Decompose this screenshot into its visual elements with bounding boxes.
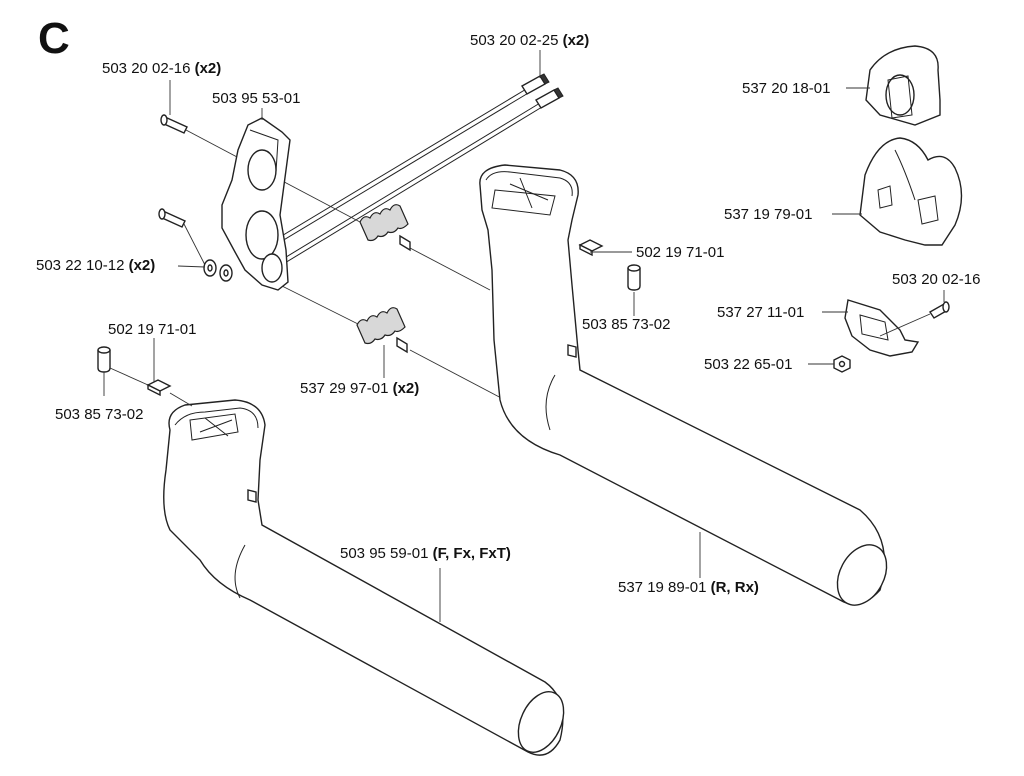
handle-left-part — [163, 399, 565, 756]
label-sleeve-left: 503 85 73-02 — [55, 406, 144, 423]
bracket-part — [221, 117, 291, 291]
handle-right-part — [479, 164, 888, 606]
label-nut-left: 502 19 71-01 — [108, 321, 197, 338]
spring-lower — [356, 307, 408, 354]
label-screw-left: 503 20 02-16 (x2) — [102, 60, 222, 77]
label-bracket: 503 95 53-01 — [212, 90, 301, 107]
label-screw-top-long: 503 20 02-25 (x2) — [470, 32, 590, 49]
nut-right-part — [578, 239, 604, 257]
label-handle-left: 503 95 59-01 (F, Fx, FxT) — [340, 545, 511, 562]
screw-right-part — [929, 301, 950, 319]
clamp-part — [844, 299, 920, 357]
nut-left-part — [146, 379, 172, 397]
long-bolt-upper — [244, 73, 550, 263]
leader-lines — [103, 50, 945, 622]
washer-pair — [203, 259, 233, 282]
screw-left-lower — [158, 208, 186, 228]
spring-upper — [359, 204, 411, 252]
clip-top-part — [865, 45, 941, 126]
label-spring: 537 29 97-01 (x2) — [300, 380, 420, 397]
clip-mid-part — [859, 137, 963, 246]
label-washer-left: 503 22 10-12 (x2) — [36, 257, 156, 274]
label-handle-right: 537 19 89-01 (R, Rx) — [618, 579, 759, 596]
section-letter: C — [38, 14, 70, 63]
sleeve-left-part — [97, 346, 111, 373]
label-nut-small: 503 22 65-01 — [704, 356, 793, 373]
label-clip-top: 537 20 18-01 — [742, 80, 831, 97]
label-nut-right: 502 19 71-01 — [636, 244, 725, 261]
small-nut-part — [833, 355, 851, 373]
sleeve-right-part — [627, 264, 641, 291]
screw-left-upper — [160, 114, 188, 134]
label-screw-right: 503 20 02-16 — [892, 271, 981, 288]
long-bolt-lower — [267, 87, 564, 273]
label-sleeve-right: 503 85 73-02 — [582, 316, 671, 333]
label-clamp: 537 27 11-01 — [717, 304, 805, 321]
label-clip-mid: 537 19 79-01 — [724, 206, 813, 223]
